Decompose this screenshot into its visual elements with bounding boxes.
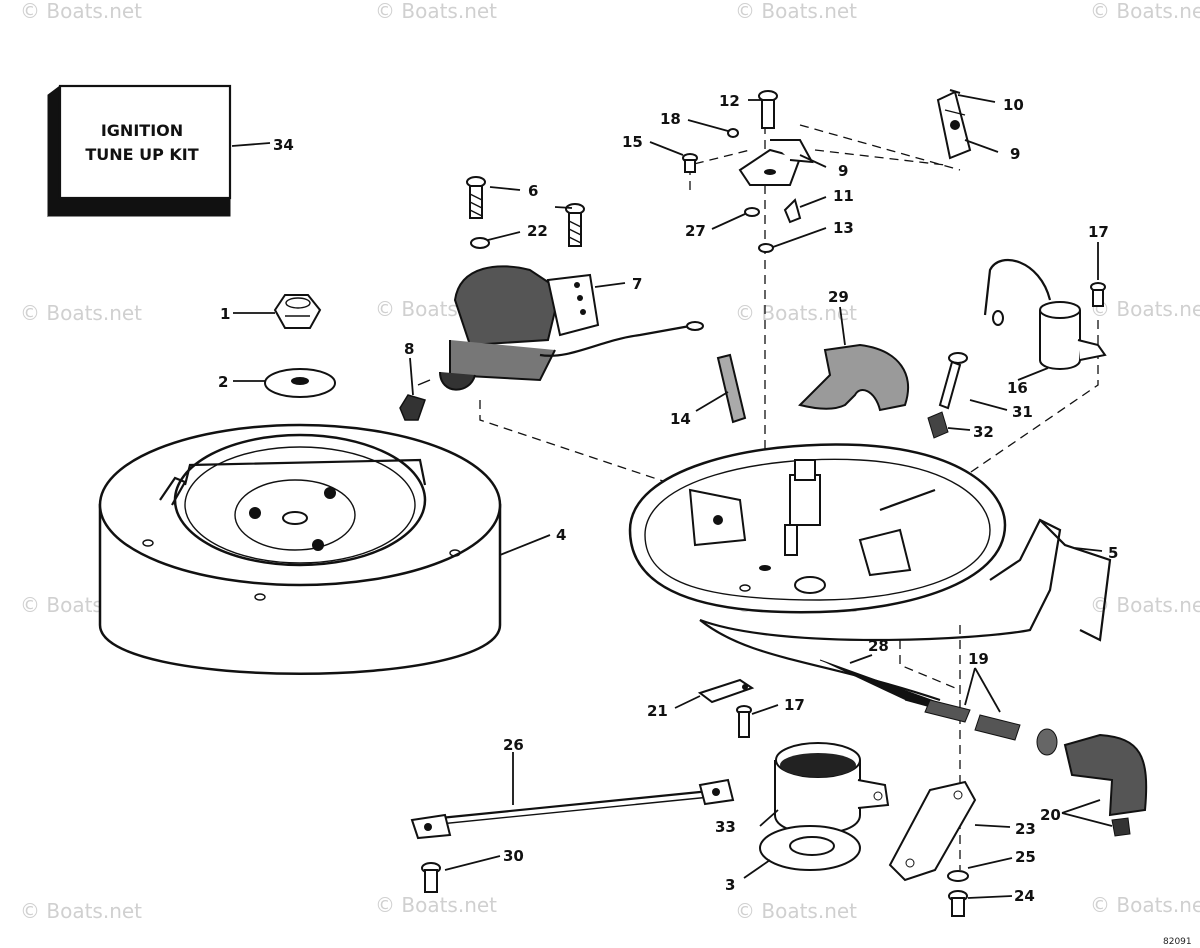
callout-label: 12 (719, 92, 740, 110)
watermark: © Boats.net (20, 301, 142, 325)
kit-label-line1: IGNITION (101, 121, 183, 140)
callout-label: 20 (1040, 806, 1061, 824)
watermark: © Boats.net (735, 301, 857, 325)
callout-label: 16 (1007, 379, 1028, 397)
callout-label: 22 (527, 222, 548, 240)
screw-part (1090, 282, 1106, 307)
watermark: © Boats.net (1090, 0, 1200, 23)
washer-part (758, 243, 774, 253)
screw-part (948, 890, 968, 917)
condenser-part (983, 258, 1107, 370)
callout-label: 27 (685, 222, 706, 240)
callout-label: 7 (632, 275, 642, 293)
callout-label: 13 (833, 219, 854, 237)
callout-label: 26 (503, 736, 524, 754)
catalog-number: 82091 (1163, 937, 1192, 947)
leader-lines (231, 94, 1113, 899)
callout-label: 1 (220, 305, 230, 323)
callout-label: 3 (725, 876, 735, 894)
screw-part (736, 705, 752, 738)
bracket-part (888, 780, 977, 882)
breaker-points-part (936, 88, 972, 160)
gasket-part (716, 353, 747, 424)
flywheel-part (98, 423, 502, 675)
callout-label: 9 (1010, 145, 1020, 163)
callout-label: 29 (828, 288, 849, 306)
cam-wick-part (783, 198, 802, 224)
callout-label: 17 (1088, 223, 1109, 241)
nut-part (273, 294, 322, 329)
callout-label: 28 (868, 637, 889, 655)
screw-part (938, 352, 968, 410)
screw-part (682, 153, 698, 173)
callout-label: 32 (973, 423, 994, 441)
callout-label: 23 (1015, 820, 1036, 838)
watermark: © Boats.net (20, 0, 142, 23)
callout-labels: 1 2 3 4 5 6 7 8 9 9 10 11 12 13 14 15 16… (218, 92, 1118, 905)
sleeve-part (924, 699, 1058, 756)
spring-part (927, 411, 949, 439)
spark-plug-boot-part (1063, 733, 1148, 837)
ignition-coil-part (439, 265, 704, 391)
lock-washer-part (470, 237, 490, 249)
washer-part (744, 207, 760, 217)
callout-label: 19 (968, 650, 989, 668)
callout-label: 21 (647, 702, 668, 720)
breaker-points-part (738, 139, 814, 186)
callout-label: 31 (1012, 403, 1033, 421)
screw-part (421, 862, 441, 893)
watermark: © Boats.net (735, 0, 857, 23)
watermark: © Boats.net (735, 899, 857, 923)
clamp-part (774, 742, 890, 835)
screw-part (727, 128, 739, 138)
screw-part (466, 176, 585, 247)
callout-label: 34 (273, 136, 294, 154)
kit-label-line2: TUNE UP KIT (85, 145, 198, 164)
terminal-part (697, 678, 755, 704)
callout-label: 11 (833, 187, 854, 205)
watermark: © Boats.net (1090, 297, 1200, 321)
callout-label: 6 (528, 182, 538, 200)
watermark: © Boats.net (1090, 893, 1200, 917)
callout-label: 5 (1108, 544, 1118, 562)
callout-label: 4 (556, 526, 566, 544)
callout-label: 8 (404, 340, 414, 358)
callout-label: 9 (838, 162, 848, 180)
ignition-tune-up-kit: IGNITION TUNE UP KIT (47, 84, 232, 218)
callout-label: 33 (715, 818, 736, 836)
washer-part (264, 368, 336, 398)
felt-pad-part (798, 343, 909, 412)
callout-label: 25 (1015, 848, 1036, 866)
ground-lead-part (410, 778, 735, 840)
callout-label: 18 (660, 110, 681, 128)
screw-part (758, 90, 778, 129)
watermark: © Boats.net (20, 899, 142, 923)
washer-part (947, 870, 969, 882)
callout-label: 10 (1003, 96, 1024, 114)
spark-plug-boot-part (399, 379, 431, 421)
watermark: © Boats.net (375, 893, 497, 917)
watermark: © Boats.net (375, 0, 497, 23)
stator-plate-part (628, 443, 1112, 716)
callout-label: 15 (622, 133, 643, 151)
callout-label: 30 (503, 847, 524, 865)
callout-label: 2 (218, 373, 228, 391)
watermark: © Boats.net (1090, 593, 1200, 617)
washer-part (759, 825, 861, 871)
callout-label: 17 (784, 696, 805, 714)
callout-label: 14 (670, 410, 691, 428)
callout-label: 24 (1014, 887, 1035, 905)
